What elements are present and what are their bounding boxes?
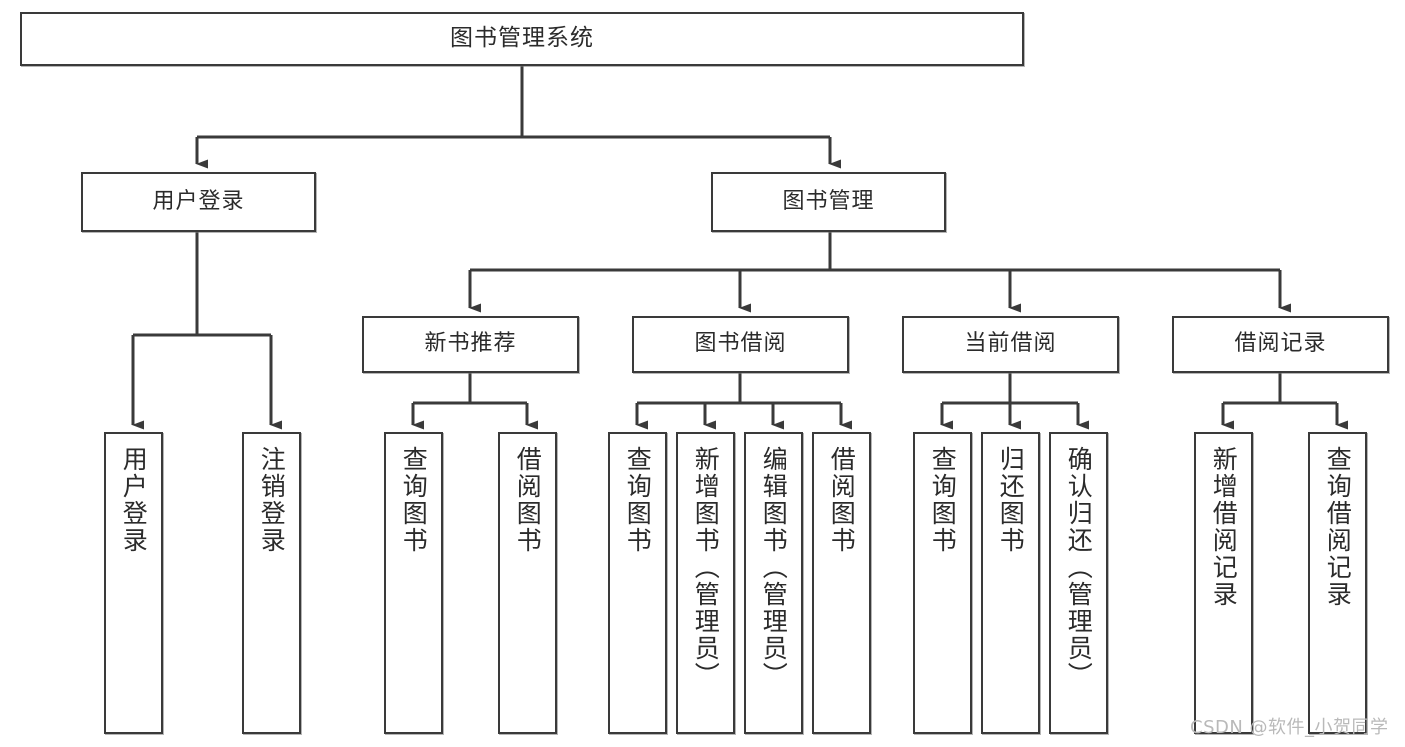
node-user-login-label: 用户登录 <box>152 188 245 214</box>
node-leaf-add-book[interactable]: 新增图书（管理员） <box>676 432 735 734</box>
node-leaf-edit-book-label: 编辑图书（管理员） <box>759 446 789 689</box>
node-leaf-return-book-label: 归还图书 <box>996 446 1026 554</box>
node-book-borrow-label: 图书借阅 <box>694 331 787 357</box>
node-leaf-query-book-3[interactable]: 查询图书 <box>913 432 972 734</box>
node-leaf-query-book-2[interactable]: 查询图书 <box>608 432 667 734</box>
node-root-system[interactable]: 图书管理系统 <box>20 12 1024 66</box>
node-leaf-borrow-book-1-label: 借阅图书 <box>513 446 543 554</box>
node-leaf-confirm-return-label: 确认归还（管理员） <box>1064 446 1094 689</box>
node-leaf-query-book-1-label: 查询图书 <box>399 446 429 554</box>
node-leaf-query-record[interactable]: 查询借阅记录 <box>1308 432 1367 734</box>
csdn-watermark: CSDN @软件_小贺同学 <box>1190 717 1389 738</box>
node-current-borrow[interactable]: 当前借阅 <box>902 316 1119 373</box>
node-leaf-add-book-label: 新增图书（管理员） <box>691 446 721 689</box>
node-leaf-user-login-label: 用户登录 <box>119 446 149 554</box>
node-book-management-label: 图书管理 <box>782 188 875 214</box>
node-book-borrow[interactable]: 图书借阅 <box>632 316 849 373</box>
node-leaf-user-login[interactable]: 用户登录 <box>104 432 163 734</box>
node-leaf-borrow-book-1[interactable]: 借阅图书 <box>498 432 557 734</box>
node-new-book-recommend[interactable]: 新书推荐 <box>362 316 579 373</box>
node-leaf-add-record-label: 新增借阅记录 <box>1209 446 1239 608</box>
node-leaf-borrow-book-2[interactable]: 借阅图书 <box>812 432 871 734</box>
node-leaf-query-book-2-label: 查询图书 <box>623 446 653 554</box>
node-leaf-return-book[interactable]: 归还图书 <box>981 432 1040 734</box>
node-borrow-record[interactable]: 借阅记录 <box>1172 316 1389 373</box>
node-leaf-borrow-book-2-label: 借阅图书 <box>827 446 857 554</box>
node-current-borrow-label: 当前借阅 <box>964 331 1057 357</box>
node-leaf-query-book-3-label: 查询图书 <box>928 446 958 554</box>
node-book-management[interactable]: 图书管理 <box>711 172 946 232</box>
node-leaf-add-record[interactable]: 新增借阅记录 <box>1194 432 1253 734</box>
node-leaf-query-record-label: 查询借阅记录 <box>1323 446 1353 608</box>
node-borrow-record-label: 借阅记录 <box>1234 331 1327 357</box>
node-root-system-label: 图书管理系统 <box>450 25 594 52</box>
node-user-login[interactable]: 用户登录 <box>81 172 316 232</box>
node-leaf-user-logout[interactable]: 注销登录 <box>242 432 301 734</box>
node-leaf-confirm-return[interactable]: 确认归还（管理员） <box>1049 432 1108 734</box>
node-leaf-query-book-1[interactable]: 查询图书 <box>384 432 443 734</box>
node-new-book-recommend-label: 新书推荐 <box>424 331 517 357</box>
node-leaf-edit-book[interactable]: 编辑图书（管理员） <box>744 432 803 734</box>
node-leaf-user-logout-label: 注销登录 <box>257 446 287 554</box>
